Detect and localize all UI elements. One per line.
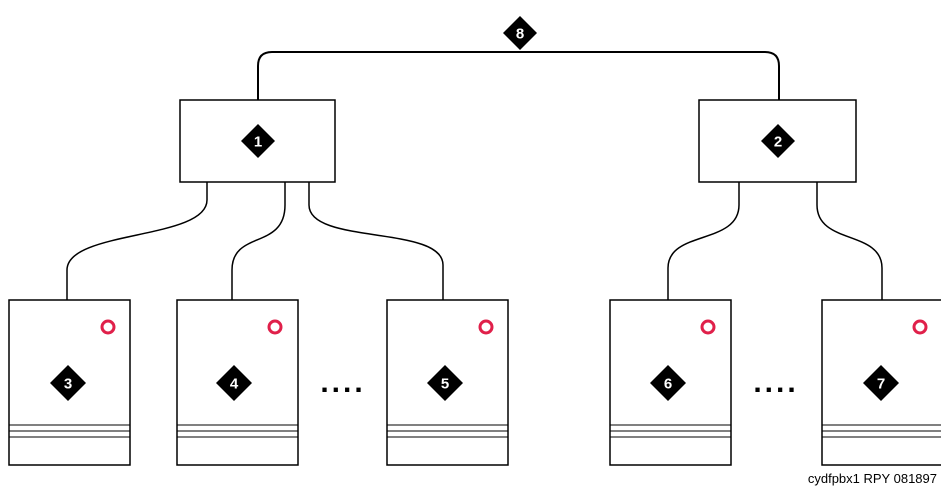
cable-1-to-3 [66, 182, 208, 300]
badge-4-label: 4 [230, 376, 239, 393]
badge-2-label: 2 [774, 134, 782, 151]
badge-6-label: 6 [664, 376, 672, 393]
badge-5: 5 [427, 365, 463, 401]
figure-caption: cydfpbx1 RPY 081897 [807, 471, 937, 486]
badge-5-label: 5 [441, 376, 449, 393]
badge-2: 2 [761, 124, 795, 158]
status-indicator-icon [478, 319, 494, 335]
badge-7: 7 [863, 365, 899, 401]
badge-3-label: 3 [64, 376, 72, 393]
badge-3: 3 [50, 365, 86, 401]
ellipsis-left: .... [320, 366, 365, 399]
ellipsis-right: .... [753, 366, 798, 399]
cable-2-to-7 [816, 182, 883, 300]
status-indicator-icon [912, 319, 928, 335]
badge-7-label: 7 [877, 376, 885, 393]
badge-1-label: 1 [254, 134, 262, 151]
status-indicator-icon [100, 319, 116, 335]
top-connector-line [257, 51, 780, 100]
status-indicator-icon [700, 319, 716, 335]
badge-1: 1 [241, 124, 275, 158]
cable-1-to-5 [308, 182, 444, 300]
badge-4: 4 [216, 365, 252, 401]
status-indicator-icon [267, 319, 283, 335]
cable-2-to-6 [667, 182, 740, 300]
badge-8: 8 [503, 16, 537, 50]
badge-8-label: 8 [516, 26, 524, 43]
badge-6: 6 [650, 365, 686, 401]
cable-1-to-4 [231, 182, 286, 300]
